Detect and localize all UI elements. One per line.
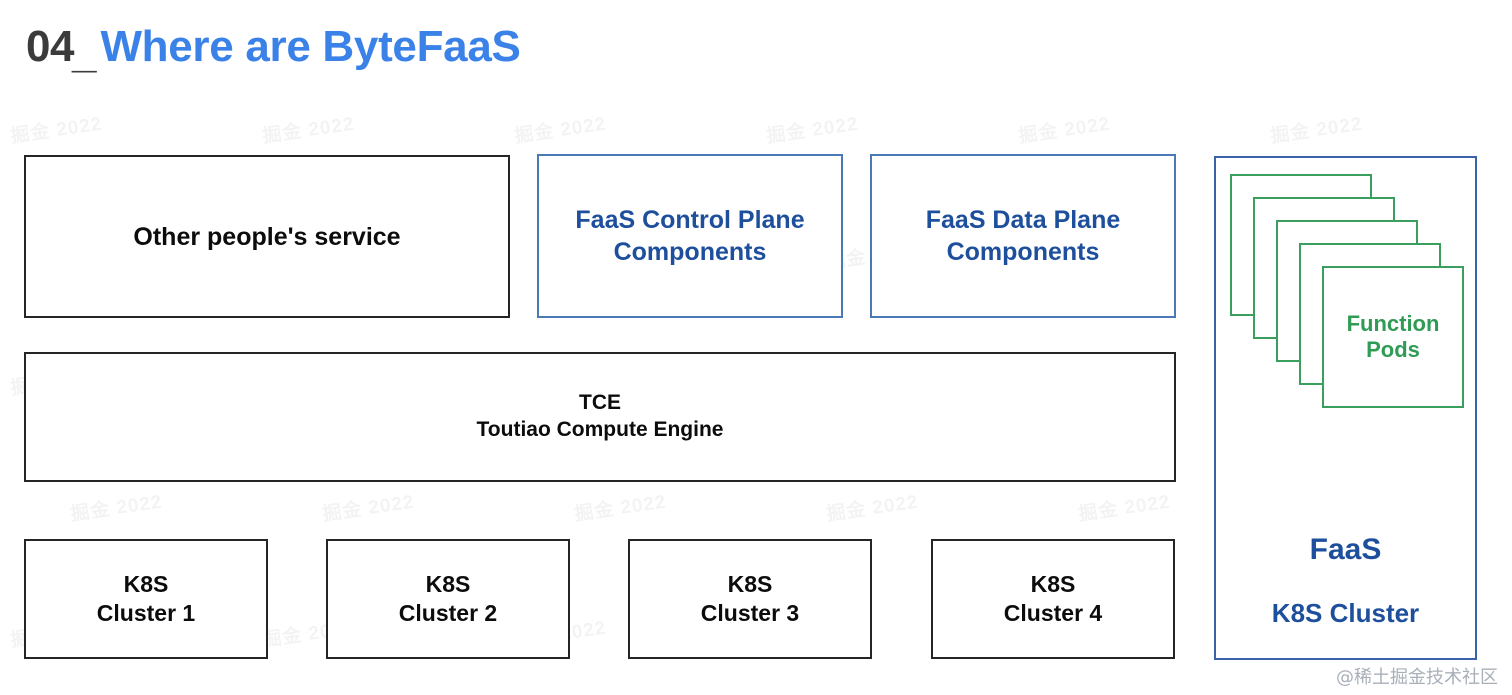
box-other-peoples-service-label: Other people's service (133, 222, 401, 251)
background-watermark: 掘金 2022 (69, 487, 164, 527)
box-tce-label: TCE Toutiao Compute Engine (477, 390, 724, 444)
box-k8s-cluster-2: K8S Cluster 2 (326, 539, 570, 659)
background-watermark: 掘金 2022 (765, 109, 860, 149)
k8s-cluster-3-line2: Cluster 3 (700, 600, 800, 626)
box-tce: TCE Toutiao Compute Engine (24, 352, 1176, 482)
box-k8s-cluster-1-label: K8S Cluster 1 (97, 570, 195, 629)
k8s-cluster-1-line1: K8S (123, 570, 169, 597)
k8s-cluster-4-line2: Cluster 4 (1003, 600, 1103, 626)
box-other-peoples-service: Other people's service (24, 155, 510, 318)
box-k8s-cluster-3: K8S Cluster 3 (628, 539, 872, 659)
faas-cluster-subtitle: K8S Cluster (1271, 598, 1420, 628)
background-watermark: 掘金 2022 (825, 487, 920, 527)
background-watermark: 掘金 2022 (1017, 109, 1112, 149)
box-k8s-cluster-2-label: K8S Cluster 2 (399, 570, 497, 629)
corner-watermark: @稀土掘金技术社区 (1336, 667, 1498, 688)
box-faas-k8s-cluster: FunctionPodsFunctionPodsFunctionPodsFunc… (1214, 156, 1477, 660)
title-text: Where are ByteFaaS (100, 22, 521, 71)
title-underscore: _ (71, 28, 97, 77)
k8s-cluster-2-line1: K8S (425, 570, 471, 597)
box-k8s-cluster-4: K8S Cluster 4 (931, 539, 1175, 659)
box-k8s-cluster-4-label: K8S Cluster 4 (1004, 570, 1102, 629)
box-k8s-cluster-3-label: K8S Cluster 3 (701, 570, 799, 629)
page-title: 04_Where are ByteFaaS (26, 22, 521, 77)
title-number: 04 (26, 22, 74, 71)
faas-cluster-title: FaaS (1309, 533, 1382, 566)
tce-abbrev: TCE (579, 391, 621, 415)
box-k8s-cluster-1: K8S Cluster 1 (24, 539, 268, 659)
k8s-cluster-3-line1: K8S (727, 570, 773, 597)
tce-full-name: Toutiao Compute Engine (476, 418, 724, 441)
function-pods-stack: FunctionPodsFunctionPodsFunctionPodsFunc… (1230, 174, 1464, 408)
k8s-cluster-4-line1: K8S (1030, 570, 1076, 597)
background-watermark: 掘金 2022 (1077, 487, 1172, 527)
background-watermark: 掘金 2022 (573, 487, 668, 527)
background-watermark: 掘金 2022 (321, 487, 416, 527)
background-watermark: 掘金 2022 (513, 109, 608, 149)
k8s-cluster-2-line2: Cluster 2 (398, 600, 498, 626)
k8s-cluster-1-line2: Cluster 1 (96, 600, 196, 626)
background-watermark: 掘金 2022 (1269, 109, 1364, 149)
background-watermark: 掘金 2022 (261, 109, 356, 149)
background-watermark: 掘金 2022 (9, 109, 104, 149)
